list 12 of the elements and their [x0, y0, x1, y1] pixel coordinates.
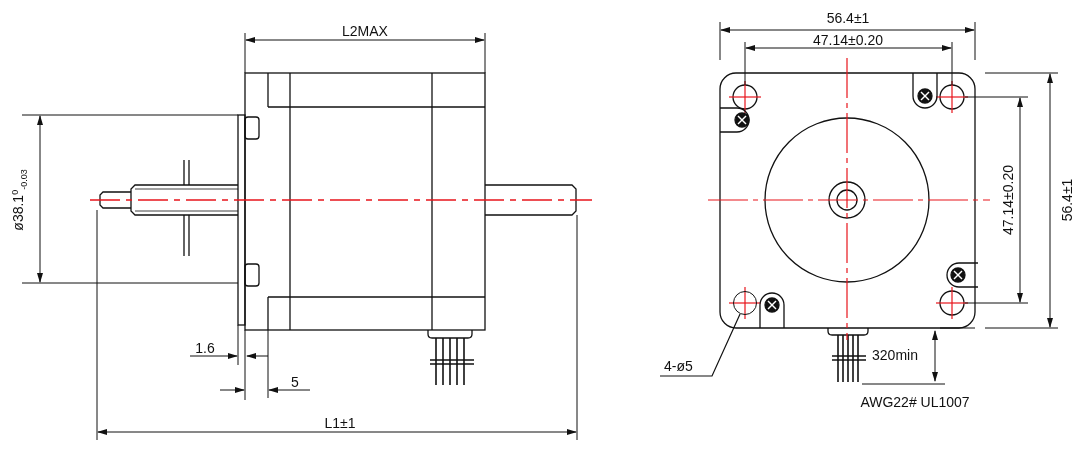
dimension-label: L1±1 [324, 416, 356, 430]
callout-label: 4-ø5 [664, 359, 716, 375]
wire-spec-label: AWG22# UL1007 [860, 395, 970, 409]
dimension-label: 47.14±0.20 [1001, 165, 1015, 235]
dimension-label: 5 [291, 375, 299, 389]
dimension-label: L2MAX [342, 24, 388, 38]
dimension-label: 56.4±1 [1060, 178, 1074, 222]
leader-line [659, 313, 741, 377]
dimension-label: 1.6 [195, 341, 215, 355]
dimension-label: 47.14±0.20 [813, 33, 883, 47]
dimension-label: 56.4±1 [826, 11, 870, 25]
dimension-label: 320min [872, 348, 918, 362]
